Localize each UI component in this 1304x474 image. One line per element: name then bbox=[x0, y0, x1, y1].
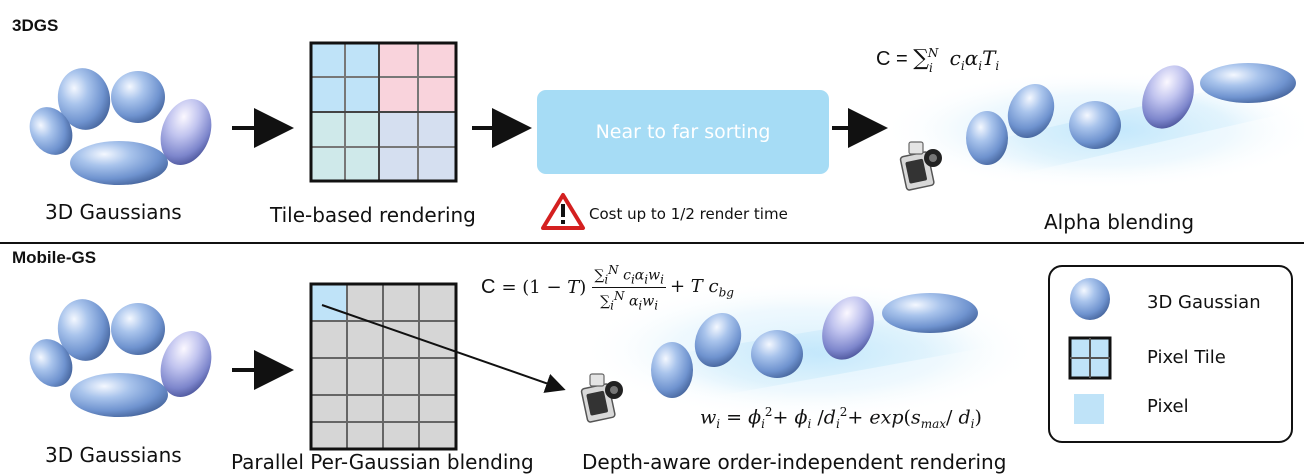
gaussian-blob bbox=[1200, 63, 1296, 103]
gaussian-blob bbox=[29, 107, 73, 155]
bottom-gaussian-cluster bbox=[29, 299, 212, 417]
gaussian-blob bbox=[111, 71, 165, 123]
gaussian-blob bbox=[160, 99, 212, 165]
equation-depth-weight: wi = ϕi2+ ϕi /di2+ exp(smax/ di) bbox=[700, 405, 982, 432]
section-title-3dgs: 3DGS bbox=[12, 16, 59, 35]
gaussian-blob bbox=[651, 342, 693, 398]
caption-tile-based-rendering: Tile-based rendering bbox=[270, 203, 476, 227]
camera-icon bbox=[899, 141, 942, 191]
gaussian-blob bbox=[29, 339, 73, 387]
section-divider bbox=[0, 242, 1304, 244]
top-gaussian-cluster bbox=[29, 68, 212, 185]
pixel-grid bbox=[309, 282, 458, 451]
legend-pixel-icon bbox=[1074, 394, 1104, 424]
sorting-box: Near to far sorting bbox=[537, 90, 829, 174]
sorting-box-label: Near to far sorting bbox=[595, 121, 771, 143]
gaussian-blob bbox=[1142, 65, 1194, 129]
gaussian-blob bbox=[751, 330, 803, 378]
equation-text: C = bbox=[876, 48, 914, 70]
legend-gaussian-icon bbox=[1070, 278, 1110, 320]
gaussian-blob bbox=[966, 111, 1008, 165]
tile-grid bbox=[309, 41, 458, 183]
camera-icon bbox=[580, 373, 623, 423]
gaussian-blob bbox=[822, 296, 874, 360]
legend-pixel-tile-icon bbox=[1068, 336, 1112, 380]
gaussian-blob bbox=[1007, 83, 1055, 139]
caption-3d-gaussians-bottom: 3D Gaussians bbox=[45, 443, 182, 467]
caption-alpha-blending: Alpha blending bbox=[1044, 210, 1195, 234]
legend-label-gaussian: 3D Gaussian bbox=[1147, 292, 1261, 313]
warning-text: Cost up to 1/2 render time bbox=[589, 205, 788, 223]
gaussian-blob bbox=[70, 373, 168, 417]
equation-alpha-blending: C = ∑iN ciαiTi bbox=[876, 46, 1000, 75]
equation-mobile-gs-color: C = (1 − T) ∑iN ciαiwi ∑iN αiwi + T cbg bbox=[481, 263, 734, 313]
caption-3d-gaussians-top: 3D Gaussians bbox=[45, 200, 182, 224]
arrow bbox=[321, 304, 566, 393]
gaussian-blob bbox=[70, 141, 168, 185]
caption-depth-aware-rendering: Depth-aware order-independent rendering bbox=[582, 450, 1007, 474]
legend bbox=[1048, 265, 1293, 443]
gaussian-blob bbox=[694, 312, 742, 368]
section-title-mobile-gs: Mobile-GS bbox=[12, 248, 97, 267]
gaussian-blob bbox=[111, 303, 165, 355]
gaussian-blob bbox=[57, 68, 111, 130]
gaussian-blob bbox=[57, 299, 111, 361]
gaussian-blob bbox=[882, 293, 978, 333]
caption-parallel-blending: Parallel Per-Gaussian blending bbox=[231, 450, 534, 474]
depth-aware-scene bbox=[580, 280, 1040, 420]
gaussian-blob bbox=[1069, 101, 1121, 149]
legend-label-pixel: Pixel bbox=[1147, 396, 1189, 417]
alpha-blending-scene bbox=[880, 63, 1304, 190]
legend-label-pixel-tile: Pixel Tile bbox=[1147, 347, 1226, 368]
gaussian-blob bbox=[160, 331, 212, 397]
warning-icon bbox=[541, 193, 585, 230]
